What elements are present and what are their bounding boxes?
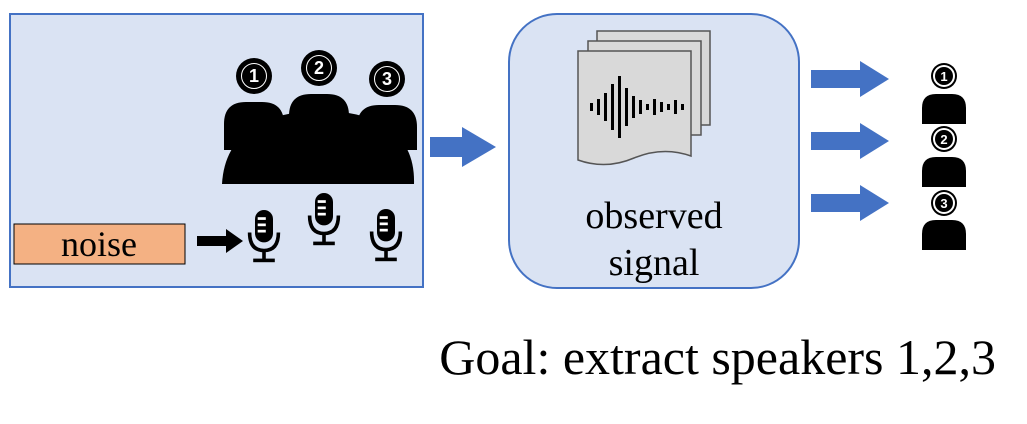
observed-label-line1: observed xyxy=(585,195,722,237)
output-badge-1-label: 1 xyxy=(940,69,947,84)
scene-badge-2-label: 2 xyxy=(314,58,324,78)
scene-badge-1-label: 1 xyxy=(249,66,259,86)
output-speaker-2-icon: 2 xyxy=(922,126,966,187)
goal-caption: Goal: extract speakers 1,2,3 xyxy=(439,329,996,385)
scene-badge-1: 1 xyxy=(239,61,269,91)
table-icon xyxy=(222,110,415,184)
noise-arrow-icon xyxy=(197,229,243,253)
output-speaker-1-icon: 1 xyxy=(922,63,966,124)
stacked-document-icon xyxy=(577,30,711,166)
scene-badge-3: 3 xyxy=(372,64,402,94)
noise-box xyxy=(13,223,186,265)
scene-badge-2: 2 xyxy=(304,53,334,83)
output-badge-2-label: 2 xyxy=(940,132,947,147)
audio-waveform-icon xyxy=(590,76,684,138)
output-badge-3-label: 3 xyxy=(940,196,947,211)
scene-badge-3-label: 3 xyxy=(382,69,392,89)
observed-label-line2: signal xyxy=(609,242,700,284)
output-arrow-1-icon xyxy=(811,61,889,97)
arrow-to-observed-icon xyxy=(430,127,496,167)
output-speaker-3-icon: 3 xyxy=(922,190,966,250)
output-arrow-2-icon xyxy=(811,123,889,159)
noise-label: noise xyxy=(61,224,137,264)
output-arrow-3-icon xyxy=(811,185,889,221)
